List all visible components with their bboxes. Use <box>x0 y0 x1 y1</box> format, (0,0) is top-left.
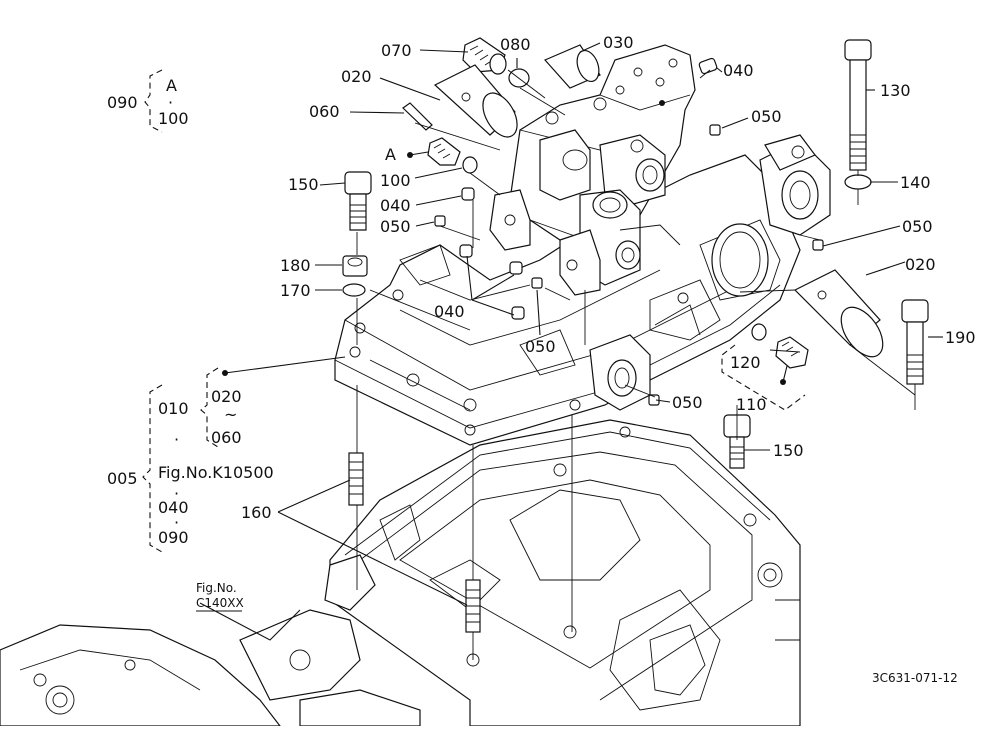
callout-080: 080 <box>500 35 531 54</box>
callout-170: 170 <box>280 281 311 300</box>
transmission-case <box>329 419 801 727</box>
callout-020-right: 020 <box>905 255 936 274</box>
callout-005: 005 <box>107 469 138 488</box>
separator-dot-a: · <box>174 430 179 449</box>
sleeve-020-right <box>793 269 884 358</box>
callout-060-group: 060 <box>211 428 242 447</box>
valve-body <box>489 44 696 296</box>
callout-180: 180 <box>280 256 311 275</box>
assembly-lines <box>356 69 916 660</box>
stud-160-left <box>348 452 364 506</box>
callout-040-left: 040 <box>380 196 411 215</box>
separator-dot-b: · <box>174 484 179 503</box>
bolt-150-upper <box>344 171 372 231</box>
nut-180 <box>342 255 368 277</box>
tilde-range: ~ <box>224 405 237 424</box>
fig-ref-c-line1: Fig.No. <box>196 581 237 595</box>
plug-040-left <box>461 187 475 201</box>
callout-160: 160 <box>241 503 272 522</box>
fitting-110 <box>775 336 809 369</box>
lower-left-housing <box>0 554 421 727</box>
o-ring-120 <box>751 323 767 341</box>
callout-140: 140 <box>900 173 931 192</box>
callout-100-group: 100 <box>158 109 189 128</box>
separator-dot-090: · <box>168 93 173 112</box>
marker-dot-040 <box>659 100 665 106</box>
callout-050-mid: 050 <box>525 337 556 356</box>
callout-040-group: 040 <box>158 498 189 517</box>
callout-100-mid: 100 <box>380 171 411 190</box>
cylinder-case <box>334 134 831 446</box>
plug-040-top <box>698 57 718 75</box>
bracket-005 <box>142 384 163 553</box>
washer-170 <box>342 283 366 297</box>
stud-160-right <box>465 579 481 633</box>
callout-150-low: 150 <box>773 441 804 460</box>
callout-labels: 070 080 030 020 060 040 050 A 100 150 04… <box>107 33 976 685</box>
callout-090-group: 090 <box>107 93 138 112</box>
bracket-110 <box>721 344 806 411</box>
callout-090-sub: 090 <box>158 528 189 547</box>
callout-110: 110 <box>736 395 767 414</box>
separator-dot-c: · <box>174 513 179 532</box>
callout-190: 190 <box>945 328 976 347</box>
sleeve-020-upper <box>433 64 518 138</box>
bracket-090 <box>144 69 163 133</box>
plug-050-top <box>709 124 721 136</box>
marker-a-mid: A <box>385 145 396 164</box>
bracket-010 <box>200 367 219 448</box>
pin-060 <box>402 102 433 131</box>
bolt-190 <box>901 299 929 385</box>
callout-010: 010 <box>158 399 189 418</box>
callout-050-right: 050 <box>902 217 933 236</box>
plug-050-right <box>812 239 824 251</box>
o-ring-100 <box>462 156 478 174</box>
callout-130: 130 <box>880 81 911 100</box>
marker-a-top: A <box>166 76 177 95</box>
callout-120: 120 <box>730 353 761 372</box>
plug-050-left <box>434 215 446 227</box>
leader-lines <box>199 42 943 641</box>
plug-050-mid <box>531 277 543 289</box>
plug-040-a <box>459 244 473 258</box>
callout-040-low: 040 <box>434 302 465 321</box>
washer-140 <box>844 174 872 190</box>
callout-150-top: 150 <box>288 175 319 194</box>
sleeve-030 <box>543 44 601 89</box>
callout-050-top: 050 <box>751 107 782 126</box>
callout-070: 070 <box>381 41 412 60</box>
fitting-a <box>427 137 461 166</box>
callout-020-top: 020 <box>341 67 372 86</box>
callout-040-top: 040 <box>723 61 754 80</box>
callout-050-low: 050 <box>672 393 703 412</box>
fig-ref-c-line2: C140XX <box>196 596 244 610</box>
callout-020-group: 020 <box>211 387 242 406</box>
callout-060-top: 060 <box>309 102 340 121</box>
fitting-070 <box>462 37 507 75</box>
fig-ref-k10500: Fig.No.K10500 <box>158 463 274 482</box>
callout-050-left: 050 <box>380 217 411 236</box>
plug-040-b <box>509 261 523 275</box>
drawing-id: 3C631-071-12 <box>872 671 958 685</box>
callout-030: 030 <box>603 33 634 52</box>
bolt-130 <box>844 39 872 171</box>
plug-040-c <box>511 306 525 320</box>
